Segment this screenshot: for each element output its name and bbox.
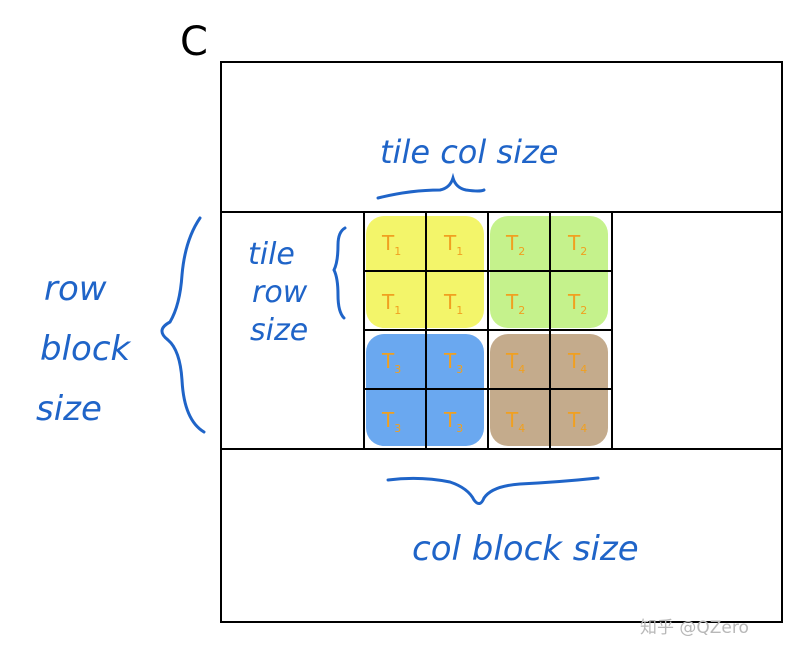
tile-row-size-line-3: size: [250, 313, 308, 348]
tile-col-size-brace: [376, 172, 486, 200]
matrix-outline: [220, 61, 783, 623]
watermark: 知乎 @QZero: [640, 618, 749, 638]
tile-col-size-label: tile col size: [380, 133, 558, 171]
row-block-size-line-2: block: [40, 329, 132, 369]
row-block-size-brace: [160, 216, 206, 434]
tile-grid: [363, 212, 613, 449]
matrix-label: C: [180, 19, 208, 65]
col-block-size-label: col block size: [412, 529, 639, 569]
tile-row-size-line-1: tile: [248, 237, 295, 272]
row-block-size-line-3: size: [36, 389, 102, 429]
tile-row-size-brace: [332, 226, 347, 320]
col-block-size-brace: [386, 476, 600, 505]
row-block-size-line-1: row: [44, 269, 107, 309]
tile-row-size-line-2: row: [252, 275, 308, 310]
